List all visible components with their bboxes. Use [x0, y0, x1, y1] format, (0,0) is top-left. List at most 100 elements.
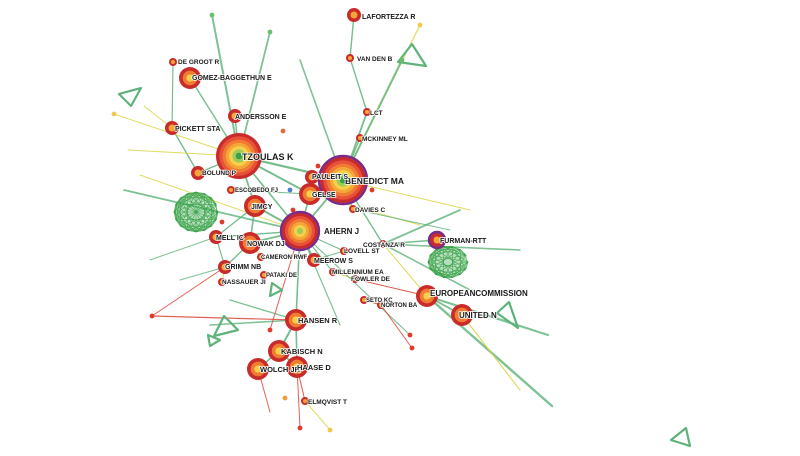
node-de-groot-r: [169, 58, 177, 66]
label-pauleit-s: PAULEIT S: [312, 174, 348, 181]
node-davies-c: [349, 205, 357, 213]
label-furman-rtt: FURMAN-RTT: [440, 238, 487, 245]
node-furman-rtt: [427, 230, 447, 250]
label-de-groot-r: DE GROOT R: [178, 59, 219, 66]
label-mell-ic: MELL IC: [216, 235, 244, 242]
node-dot-5: [290, 207, 296, 213]
node-dot-9: [297, 425, 303, 431]
node-kabisch-n: [268, 340, 290, 362]
label-hansen-r: HANSEN R: [298, 316, 338, 325]
node-dot-10: [282, 395, 288, 401]
branch-link-12: [425, 294, 550, 337]
node-dot-6: [149, 313, 155, 319]
dense-cluster-left: [173, 191, 219, 233]
node-costanza-r: [379, 240, 387, 248]
label-van-den-b: VAN DEN B: [357, 56, 393, 63]
node-dot-16: [219, 219, 225, 225]
branch-link-9: [382, 209, 461, 245]
node-european-commission: [416, 285, 438, 307]
branch-link-18: [151, 266, 226, 317]
label-grimm-nb: GRIMM NB: [225, 264, 261, 271]
label-european-commission: EUROPEANCOMMISSION: [430, 289, 528, 298]
branch-link-21: [380, 304, 413, 349]
branch-link-0: [211, 14, 240, 157]
label-benedict-ma: BENEDICT MA: [345, 176, 404, 186]
link-van-den-b-lafortezza-r: [349, 14, 355, 59]
label-millennium-ea: MILLENNIUM EA: [332, 269, 384, 276]
label-lct: LCT: [370, 110, 383, 117]
node-benedict-ma: [317, 154, 369, 206]
label-layer: LAFORTEZZA R VAN DEN B DE GROOT R GOMEZ-BAG…: [174, 13, 529, 407]
node-andersson-e: [228, 109, 242, 123]
node-fowler-de: [351, 275, 359, 283]
label-seto-kc: SETO KC: [366, 298, 393, 304]
label-haase-d: HAASE D: [297, 363, 331, 372]
node-elmqvist-t: [301, 397, 309, 405]
branch-link-24: [304, 400, 331, 431]
node-tzoulas-k: [216, 133, 262, 179]
node-lovell-st: [340, 247, 348, 255]
label-andersson-e: ANDERSSON E: [235, 114, 287, 121]
node-dot-13: [111, 111, 117, 117]
link-costanza-r-european-commission: [382, 243, 428, 297]
link-bolund-p-pickett-sta: [171, 127, 199, 174]
node-lct: [363, 108, 371, 116]
node-gelse: [299, 183, 321, 205]
node-van-den-b: [346, 54, 354, 62]
triangle-subcluster-0: [117, 86, 143, 108]
node-gomez-baggethun-e: [179, 67, 201, 89]
branch-link-15: [209, 319, 297, 326]
label-wolch-jr: WOLCH JR: [260, 365, 301, 374]
label-lovell-st: LOVELL ST: [344, 248, 380, 255]
node-dot-7: [267, 327, 273, 333]
node-united-n: [451, 304, 473, 326]
label-cameron-rwf: CAMERON RWF: [261, 255, 308, 261]
triangle-subcluster-1: [396, 42, 428, 68]
triangle-subcluster-3: [212, 314, 240, 338]
node-ahern-j: [279, 210, 321, 252]
branch-link-31: [352, 208, 451, 231]
node-dot-17: [369, 187, 375, 193]
node-hansen-r: [285, 309, 307, 331]
label-gomez-baggethun-e: GOMEZ-BAGGETHUN E: [192, 75, 272, 82]
node-bolund-p: [191, 166, 205, 180]
node-pickett-sta: [165, 121, 179, 135]
label-jimcy: JIMCY: [251, 204, 273, 211]
node-pataki-de: [260, 271, 268, 279]
label-lafortezza-r: LAFORTEZZA R: [362, 14, 415, 21]
node-mell-ic: [209, 230, 223, 244]
triangle-subcluster-6: [206, 333, 222, 348]
node-wolch-jr: [247, 358, 269, 380]
node-dot-4: [399, 57, 405, 63]
triangle-subcluster-4: [669, 426, 692, 448]
label-kabisch-n: KABISCH N: [281, 347, 323, 356]
node-haase-d: [286, 356, 308, 378]
branch-link-29: [149, 236, 217, 261]
node-seto-kc: [360, 296, 368, 304]
node-dot-18: [417, 22, 423, 28]
label-tzoulas-k: TZOULAS K: [242, 152, 294, 162]
label-pataki-de: PATAKI DE: [266, 273, 297, 279]
node-pauleit-s: [305, 170, 319, 184]
node-jimcy: [244, 195, 266, 217]
label-bolund-p: BOLUND P: [202, 170, 237, 177]
branch-link-14: [461, 314, 521, 391]
triangle-subcluster-2: [495, 300, 520, 330]
label-pickett-sta: PICKETT STA: [175, 126, 220, 133]
node-layer: [111, 8, 473, 433]
label-costanza-r: COSTANZA R: [363, 242, 405, 249]
link-gelse-escobedo-fj: [230, 189, 311, 195]
branch-link-16: [229, 299, 297, 321]
node-dot-0: [209, 12, 215, 18]
node-nassauer-ji: [218, 278, 226, 286]
node-meerow-s: [307, 253, 321, 267]
node-escobedo-fj: [227, 186, 235, 194]
label-norton-ba: NORTON BA: [381, 303, 418, 309]
link-lct-van-den-b: [349, 57, 368, 113]
label-united-n: UNITED N: [459, 311, 497, 320]
node-mckinney-ml: [356, 134, 364, 142]
branch-link-11: [382, 243, 471, 291]
label-gelse: GELSE: [312, 192, 336, 199]
node-millennium-ea: [329, 268, 337, 276]
